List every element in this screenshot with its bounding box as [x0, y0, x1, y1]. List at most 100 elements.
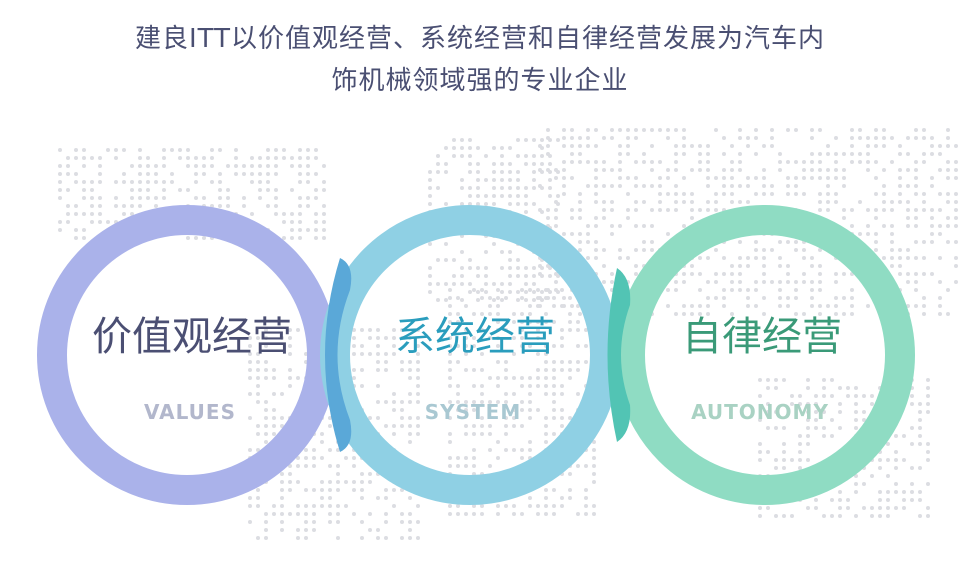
map-dot [520, 408, 524, 412]
map-dot [352, 376, 356, 380]
map-dot [706, 176, 710, 180]
map-dot [946, 168, 950, 172]
map-dot [778, 288, 782, 292]
map-dot [810, 136, 814, 140]
map-dot [798, 434, 802, 438]
map-dot [910, 498, 914, 502]
map-dot [392, 400, 396, 404]
map-dot [758, 450, 762, 454]
map-dot [376, 384, 380, 388]
map-dot [902, 498, 906, 502]
map-dot [914, 128, 918, 132]
map-dot [544, 424, 548, 428]
map-dot [528, 312, 532, 316]
map-dot [282, 212, 286, 216]
map-dot [186, 188, 190, 192]
map-dot [360, 480, 364, 484]
map-dot [926, 450, 930, 454]
map-dot [802, 248, 806, 252]
map-dot [504, 504, 508, 508]
map-dot [296, 376, 300, 380]
map-dot [754, 256, 758, 260]
map-dot [146, 180, 150, 184]
map-dot [162, 188, 166, 192]
map-dot [336, 536, 340, 540]
map-dot [90, 156, 94, 160]
map-dot [90, 188, 94, 192]
map-dot [546, 152, 550, 156]
map-dot [488, 304, 492, 308]
map-dot [850, 152, 854, 156]
map-dot [690, 200, 694, 204]
map-dot [882, 256, 886, 260]
map-dot [528, 400, 532, 404]
map-dot [280, 504, 284, 508]
map-dot [178, 188, 182, 192]
map-dot [730, 272, 734, 276]
map-dot [496, 336, 500, 340]
map-dot [798, 402, 802, 406]
map-dot [170, 180, 174, 184]
map-dot [98, 212, 102, 216]
map-dot [862, 410, 866, 414]
map-dot [766, 386, 770, 390]
ring-title-values: 价值观经营 [92, 314, 292, 360]
map-dot [304, 448, 308, 452]
map-dot [538, 168, 542, 172]
map-dot [376, 344, 380, 348]
map-dot [806, 442, 810, 446]
map-dot [870, 474, 874, 478]
map-dot [516, 154, 520, 158]
map-dot [554, 216, 558, 220]
map-dot [930, 272, 934, 276]
map-dot [264, 536, 268, 540]
map-dot [722, 288, 726, 292]
map-dot [714, 176, 718, 180]
map-dot [576, 344, 580, 348]
map-dot [540, 154, 544, 158]
map-dot [914, 192, 918, 196]
map-dot [562, 184, 566, 188]
map-dot [492, 186, 496, 190]
map-dot [408, 392, 412, 396]
map-dot [546, 136, 550, 140]
map-dot [298, 180, 302, 184]
map-dot [408, 536, 412, 540]
map-dot [770, 128, 774, 132]
map-dot [818, 312, 822, 316]
map-dot [870, 506, 874, 510]
map-dot [448, 296, 452, 300]
map-dot [602, 168, 606, 172]
map-dot [74, 156, 78, 160]
map-dot [288, 336, 292, 340]
map-dot [818, 264, 822, 268]
map-dot [754, 128, 758, 132]
map-dot [248, 504, 252, 508]
map-dot [428, 170, 432, 174]
map-dot [914, 136, 918, 140]
map-dot [210, 180, 214, 184]
map-dot [290, 164, 294, 168]
map-dot [122, 212, 126, 216]
map-dot [460, 138, 464, 142]
map-dot [304, 512, 308, 516]
map-dot [666, 304, 670, 308]
map-dot [746, 200, 750, 204]
map-dot [368, 472, 372, 476]
map-dot [512, 408, 516, 412]
map-dot [352, 456, 356, 460]
map-dot [256, 360, 260, 364]
map-dot [552, 408, 556, 412]
map-dot [546, 128, 550, 132]
map-dot [428, 202, 432, 206]
map-dot [266, 180, 270, 184]
map-dot [226, 204, 230, 208]
map-dot [938, 192, 942, 196]
map-dot [266, 204, 270, 208]
map-dot [562, 136, 566, 140]
map-dot [544, 440, 548, 444]
map-dot [586, 184, 590, 188]
map-dot [730, 184, 734, 188]
map-dot [738, 264, 742, 268]
map-dot [146, 156, 150, 160]
